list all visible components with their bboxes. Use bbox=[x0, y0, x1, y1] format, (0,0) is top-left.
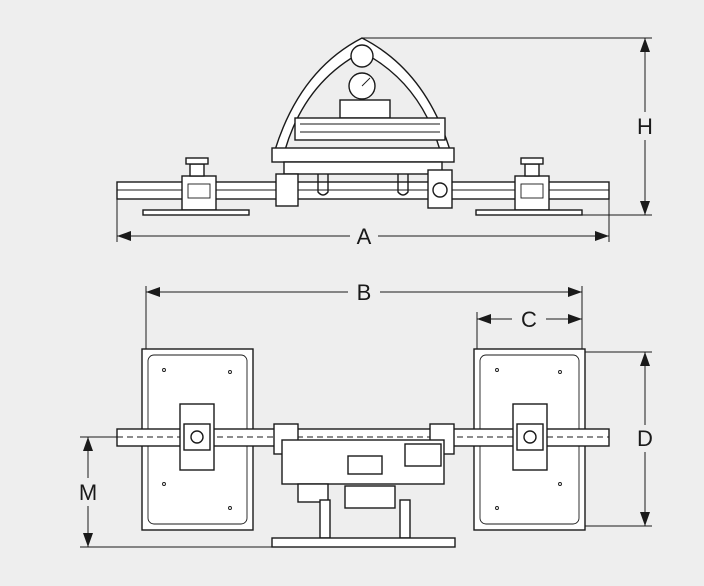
left-pad-mount bbox=[181, 175, 217, 211]
gauge-plan bbox=[344, 485, 396, 509]
side-elevation-view bbox=[116, 37, 610, 216]
dimension-label-m: M bbox=[79, 480, 97, 505]
dimension-label-a: A bbox=[357, 224, 372, 249]
dimension-d: D bbox=[585, 351, 653, 527]
dimension-label-c: C bbox=[521, 307, 537, 332]
left-clamp-block bbox=[275, 173, 299, 207]
main-frame-plate bbox=[271, 147, 455, 163]
valve-block bbox=[294, 117, 446, 141]
crossbeam bbox=[116, 181, 610, 200]
dimension-label-b: B bbox=[357, 280, 372, 305]
dimension-label-d: D bbox=[637, 426, 653, 451]
dimension-label-h: H bbox=[637, 114, 653, 139]
lifting-eye bbox=[350, 44, 374, 68]
dimension-c: C bbox=[476, 307, 582, 349]
dimension-m: M bbox=[79, 436, 272, 548]
base-bar-plan bbox=[271, 537, 456, 548]
right-adjust-knob bbox=[520, 157, 544, 165]
dimension-a: A bbox=[116, 199, 610, 249]
hose-left bbox=[317, 174, 329, 196]
dimension-h: H bbox=[362, 37, 653, 216]
left-vacuum-pad bbox=[142, 209, 250, 216]
dimension-b: B bbox=[145, 280, 583, 349]
right-vacuum-pad bbox=[475, 209, 583, 216]
right-pad-mount bbox=[514, 175, 550, 211]
hose-right bbox=[397, 174, 409, 196]
plan-view bbox=[116, 348, 610, 548]
left-adjust-knob bbox=[185, 157, 209, 165]
frame-lower bbox=[283, 161, 443, 175]
control-valve bbox=[339, 99, 391, 119]
right-clamp-block bbox=[427, 169, 453, 209]
